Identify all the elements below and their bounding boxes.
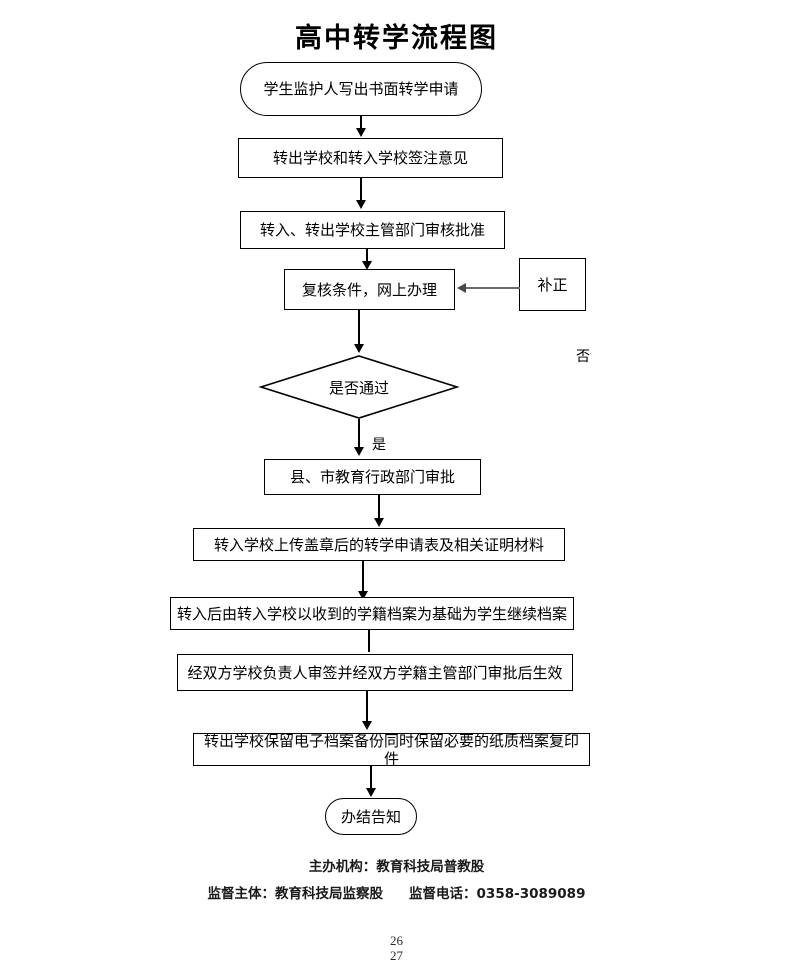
flow-node-step2: 转入、转出学校主管部门审核批准 bbox=[240, 211, 505, 249]
arrowhead-correction-step3 bbox=[457, 283, 466, 293]
arrowhead-step1-step2 bbox=[356, 200, 366, 209]
connector-step5-step6 bbox=[362, 561, 364, 593]
footer-supervision-subject: 监督主体：教育科技局监察股 bbox=[207, 886, 384, 902]
footer-organizer: 主办机构：教育科技局普教股 bbox=[0, 855, 793, 875]
flow-node-step3: 复核条件，网上办理 bbox=[284, 269, 455, 310]
diamond-shape bbox=[258, 355, 460, 419]
arrowhead-step7-step8 bbox=[362, 721, 372, 730]
footer-organizer-text: 主办机构：教育科技局普教股 bbox=[308, 859, 485, 875]
flow-node-step7: 经双方学校负责人审签并经双方学籍主管部门审批后生效 bbox=[177, 654, 573, 691]
connector-step7-step8 bbox=[366, 691, 368, 723]
arrowhead-step5-step6 bbox=[358, 591, 368, 600]
arrowhead-step2-step3 bbox=[362, 261, 372, 270]
flow-node-end-label: 办结告知 bbox=[340, 807, 401, 826]
footer-phone-label: 监督电话： bbox=[409, 886, 477, 902]
connector-step3-decision bbox=[358, 310, 360, 346]
flow-node-step2-label: 转入、转出学校主管部门审核批准 bbox=[259, 221, 485, 239]
connector-step1-step2 bbox=[360, 178, 362, 202]
flow-node-end: 办结告知 bbox=[325, 798, 417, 835]
connector-start-step1 bbox=[360, 116, 362, 130]
flow-node-step8-label: 转出学校保留电子档案备份同时保留必要的纸质档案复印件 bbox=[203, 731, 579, 768]
edge-label-yes: 是 bbox=[372, 437, 386, 453]
footer-supervision: 监督主体：教育科技局监察股 监督电话：0358-3089089 bbox=[0, 882, 793, 902]
flow-node-decision-label: 是否通过 bbox=[328, 378, 389, 397]
arrowhead-step8-end bbox=[366, 788, 376, 797]
arrowhead-step3-decision bbox=[354, 344, 364, 353]
connector-decision-step4 bbox=[358, 419, 360, 449]
flow-node-step4-label: 县、市教育行政部门审批 bbox=[289, 468, 455, 486]
arrowhead-step4-step5 bbox=[374, 518, 384, 527]
connector-step4-step5 bbox=[378, 495, 380, 520]
footer-phone-number: 0358-3089089 bbox=[476, 886, 586, 902]
flow-node-start: 学生监护人写出书面转学申请 bbox=[240, 62, 482, 116]
flow-node-step8: 转出学校保留电子档案备份同时保留必要的纸质档案复印件 bbox=[193, 731, 590, 768]
flow-node-step5-label: 转入学校上传盖章后的转学申请表及相关证明材料 bbox=[213, 535, 544, 554]
flow-node-correction-label: 补正 bbox=[537, 275, 568, 294]
flow-node-step3-label: 复核条件，网上办理 bbox=[301, 280, 437, 299]
flow-node-start-label: 学生监护人写出书面转学申请 bbox=[263, 80, 459, 98]
flow-node-step1: 转出学校和转入学校签注意见 bbox=[238, 138, 503, 178]
flow-node-step4: 县、市教育行政部门审批 bbox=[264, 459, 481, 495]
flow-node-step5: 转入学校上传盖章后的转学申请表及相关证明材料 bbox=[193, 528, 565, 561]
connector-correction-step3 bbox=[466, 287, 520, 289]
edge-label-no: 否 bbox=[576, 349, 590, 365]
connector-step2-step3 bbox=[366, 249, 368, 264]
arrowhead-decision-step4 bbox=[354, 447, 364, 456]
connector-step6-step7 bbox=[368, 630, 370, 652]
flow-node-decision: 是否通过 bbox=[258, 355, 460, 419]
flow-node-step6-label: 转入后由转入学校以收到的学籍档案为基础为学生继续档案 bbox=[177, 604, 568, 623]
connector-step8-end bbox=[370, 766, 372, 790]
arrowhead-start-step1 bbox=[356, 128, 366, 137]
page-number-current: 26 bbox=[390, 933, 403, 948]
flow-node-correction: 补正 bbox=[519, 258, 586, 311]
flow-node-step1-label: 转出学校和转入学校签注意见 bbox=[272, 149, 468, 167]
page-number-total: 27 bbox=[390, 948, 403, 963]
flow-node-step7-label: 经双方学校负责人审签并经双方学籍主管部门审批后生效 bbox=[187, 663, 563, 682]
flow-node-step6: 转入后由转入学校以收到的学籍档案为基础为学生继续档案 bbox=[170, 597, 574, 630]
page-title: 高中转学流程图 bbox=[295, 23, 498, 54]
